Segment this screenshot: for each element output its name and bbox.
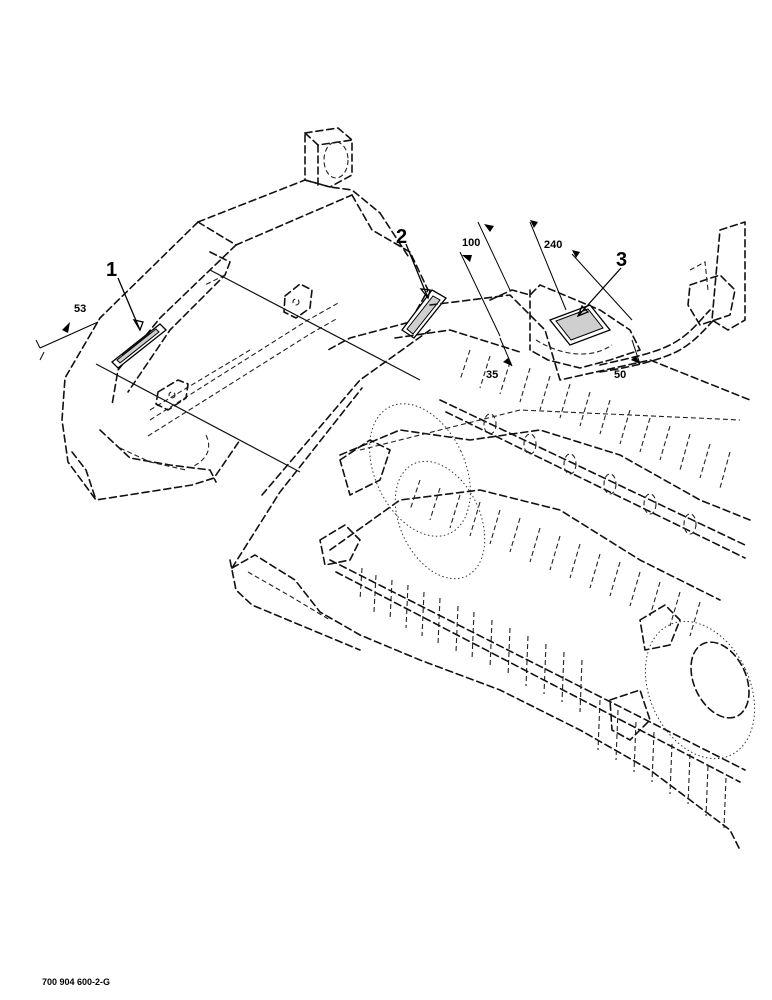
- dimension-100: 100: [462, 237, 480, 249]
- callout-3: 3: [616, 249, 627, 271]
- callout-leaders: [117, 243, 622, 332]
- dimension-50: 50: [614, 369, 626, 381]
- dimension-lines: [35, 220, 641, 367]
- callout-2: 2: [396, 226, 407, 248]
- callout-1: 1: [106, 259, 117, 281]
- header-frame: [229, 221, 756, 851]
- drawing-number: 700 904 600-2-G: [42, 977, 110, 987]
- dimension-53: 53: [74, 303, 86, 315]
- side-shield: [61, 127, 429, 501]
- reel-tines: [359, 349, 731, 829]
- part-3-decal: [548, 304, 612, 346]
- dimension-240: 240: [544, 239, 562, 251]
- dimension-labels: 53 100 240 35 50: [74, 237, 626, 381]
- shaft-collars: [483, 413, 697, 535]
- callout-labels: 1 2 3: [106, 226, 627, 281]
- dimension-35: 35: [486, 369, 498, 381]
- part-1-decal: [111, 323, 167, 369]
